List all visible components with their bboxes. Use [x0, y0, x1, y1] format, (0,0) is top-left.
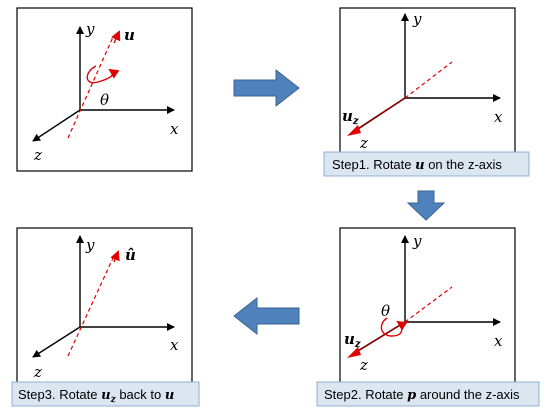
z-label: z	[359, 134, 368, 152]
step3-caption: Step3. Rotate uz back to u	[18, 387, 174, 405]
original-u-dashed	[404, 286, 453, 323]
vector-u-hat-arrowhead	[110, 250, 120, 263]
panel-initial: y x z u θ	[16, 7, 193, 172]
z-label: z	[33, 146, 42, 164]
panel-frame	[339, 227, 516, 392]
panel-step3: y x z û Step3. Rotate uz back to u	[11, 227, 200, 407]
y-label: y	[412, 232, 422, 250]
theta-label: θ	[100, 91, 109, 109]
arrow-down-icon	[406, 190, 446, 221]
vector-uz-arrowhead	[347, 125, 361, 136]
panel-frame	[339, 7, 516, 172]
panel-step1: y x z uz Step1. Rotate u on the z-axis	[323, 7, 530, 177]
vector-u-dashed	[67, 36, 114, 139]
x-label: x	[170, 120, 179, 138]
z-axis	[32, 109, 81, 142]
z-label: z	[359, 356, 368, 374]
panel-frame	[16, 227, 193, 392]
original-u-dashed	[404, 61, 453, 99]
vector-u-arrowhead	[111, 30, 121, 44]
x-label: x	[494, 108, 503, 126]
step1-caption-box	[323, 151, 530, 177]
step1-caption: Step1. Rotate u on the z-axis	[332, 157, 502, 173]
vector-uz	[357, 97, 406, 130]
theta-label: θ	[381, 302, 390, 320]
vector-uz-label: uz	[342, 107, 359, 127]
y-label: y	[85, 236, 95, 254]
arrow-left-icon	[233, 296, 300, 336]
y-label: y	[85, 20, 95, 38]
panel-step2: y x z θ uz Step2. Rotate p around the z-…	[316, 227, 540, 407]
x-label: x	[170, 336, 179, 354]
step3-caption-box	[11, 381, 200, 407]
step2-caption-box	[316, 381, 540, 407]
vector-uz-label: uz	[344, 330, 361, 350]
rotation-arc-icon	[86, 65, 120, 84]
rotation-arc-icon	[380, 317, 408, 337]
y-label: y	[412, 10, 422, 28]
step2-caption: Step2. Rotate p around the z-axis	[324, 387, 520, 403]
vector-u-label: u	[124, 26, 135, 44]
vector-u-hat-dashed	[67, 257, 114, 357]
panel-frame	[16, 7, 193, 172]
arrow-right-icon	[233, 68, 300, 108]
vector-u-hat-label: û	[125, 246, 136, 264]
z-axis	[32, 326, 81, 358]
z-label: z	[33, 363, 42, 381]
vector-uz-arrowhead	[347, 347, 361, 358]
x-label: x	[494, 332, 503, 350]
